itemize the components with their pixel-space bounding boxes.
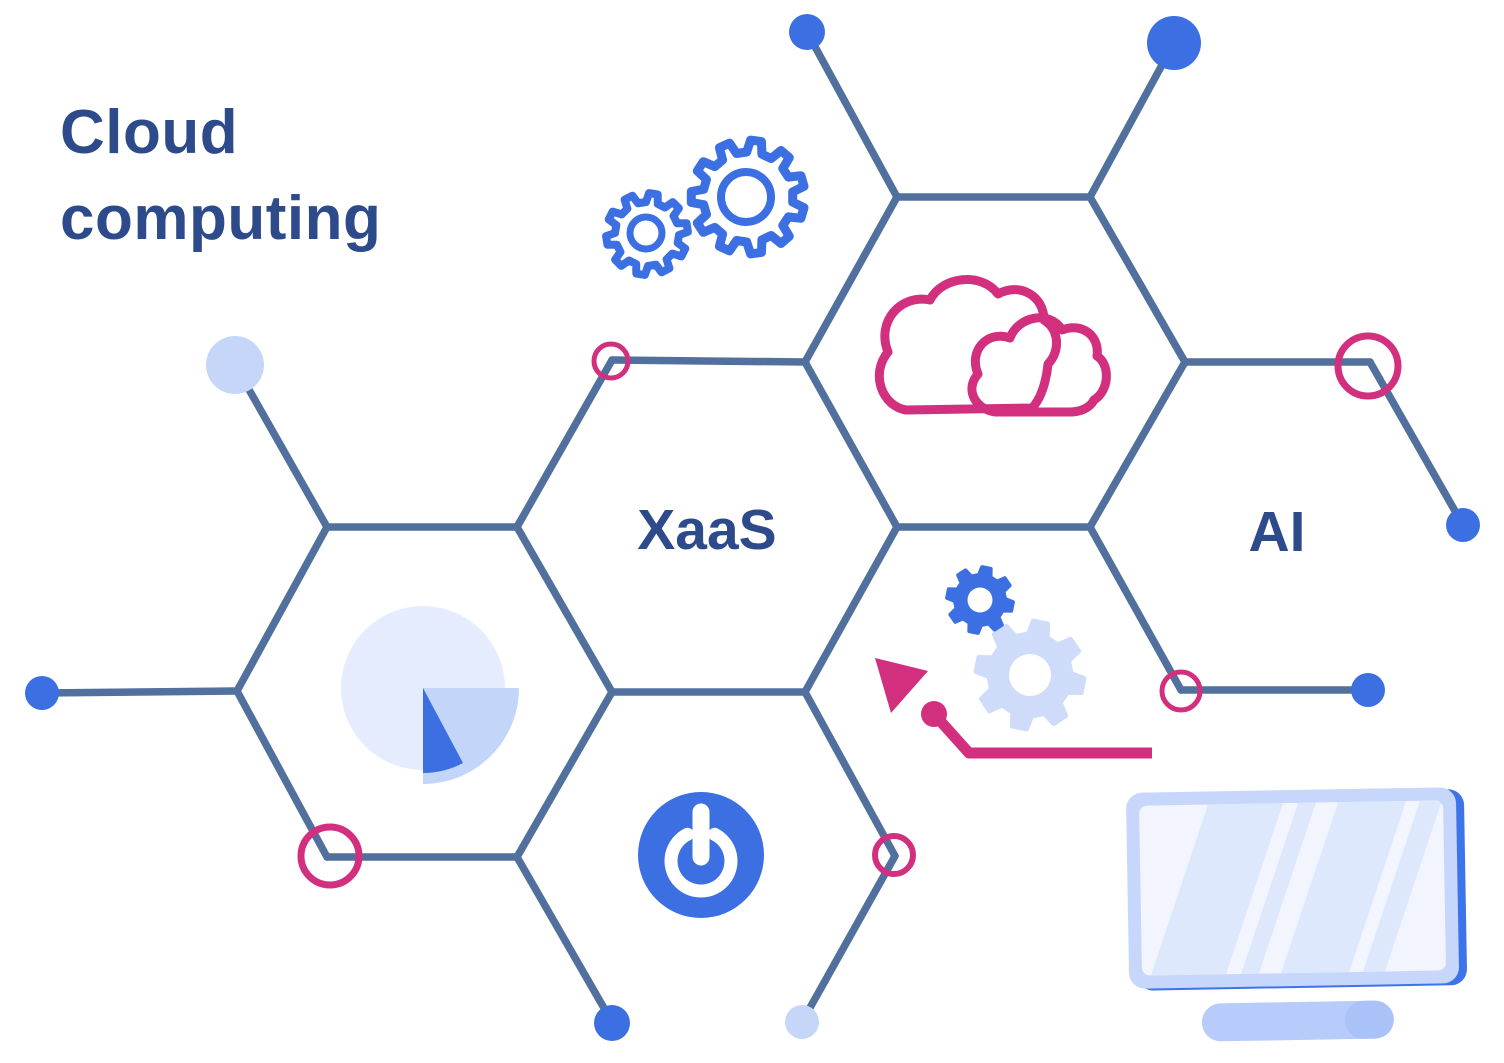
network-node-light [785,1005,819,1039]
pie-chart-icon [341,606,519,784]
hexagon-network-edges [38,28,1467,1026]
network-node [1351,673,1385,707]
network-node [1446,508,1480,542]
settings-gears-icon [945,565,1087,732]
network-node [25,676,59,710]
pink-ring [872,833,916,877]
hex-label-xaas: XaaS [637,498,777,562]
gears-outline-icon [602,135,809,279]
screen-glare-stripes [1151,800,1443,976]
page-title: Cloud computing [60,98,382,253]
pink-ring [591,341,631,381]
network-node [594,1005,630,1041]
pink-ring [1159,669,1203,713]
monitor-icon [1126,787,1467,1042]
pink-ring [297,823,363,889]
undo-arrow-icon [875,658,1152,759]
clouds-icon [874,275,1111,417]
pink-ring [1334,332,1402,400]
monitor-stand [1201,1000,1394,1042]
network-node [1147,16,1201,70]
network-node-light [206,336,264,394]
network-nodes [25,14,1480,1041]
network-node [789,14,825,50]
power-icon [638,792,764,918]
pink-vertex-rings [297,332,1402,889]
hex-label-ai: AI [1248,500,1306,564]
